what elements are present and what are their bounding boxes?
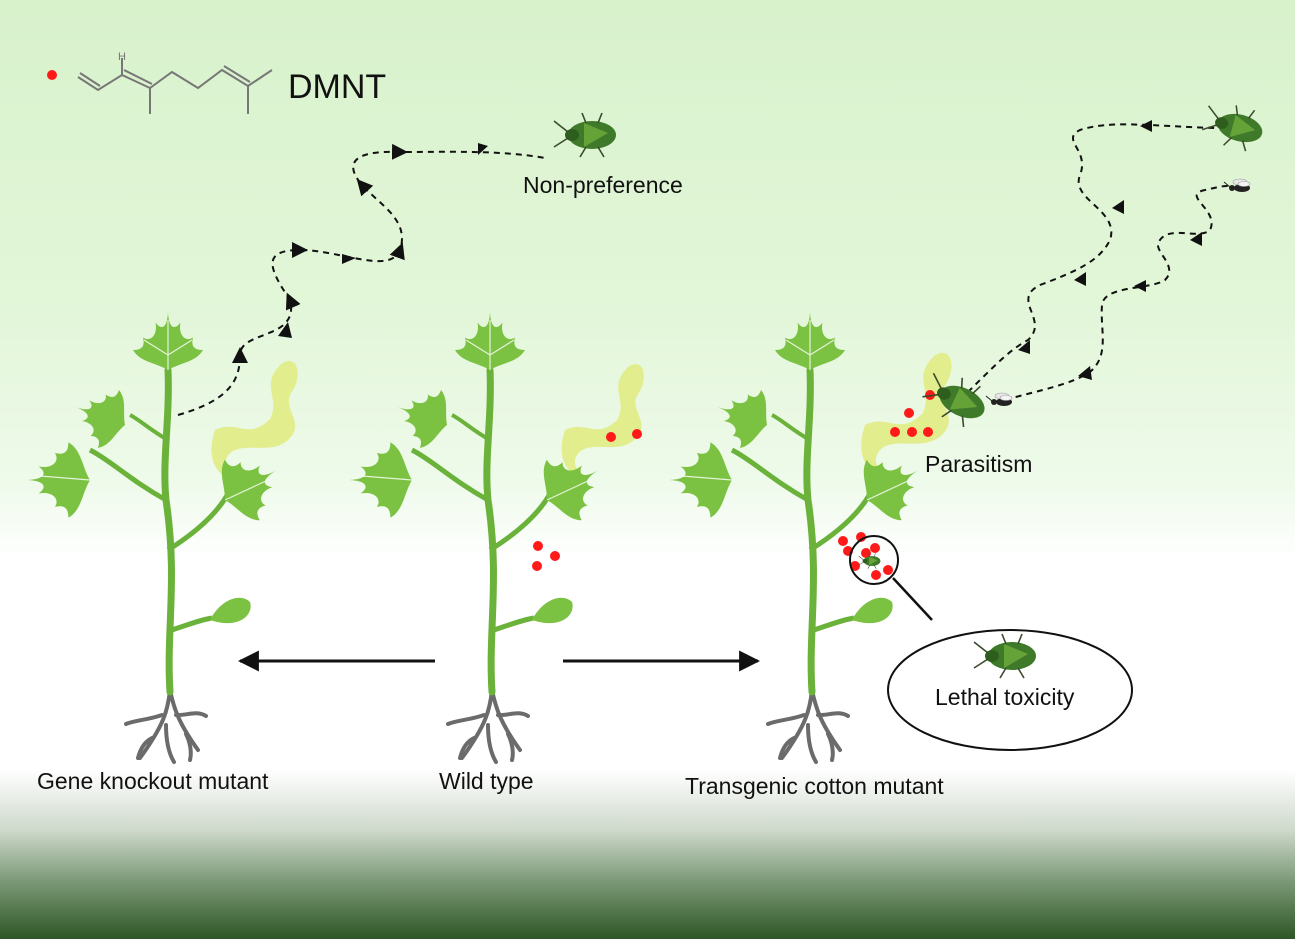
wasp-incoming — [1223, 178, 1251, 193]
lethal-toxicity-ellipse — [887, 629, 1133, 751]
path-arrowheads — [278, 120, 1202, 380]
plant-knockout — [25, 310, 294, 762]
dmnt-label: DMNT — [288, 68, 387, 106]
bug-non-preference — [553, 112, 617, 158]
non-preference-path — [177, 143, 546, 416]
dmnt-legend: H — [47, 51, 273, 114]
plant-wildtype — [347, 310, 616, 762]
wild-type-label: Wild type — [439, 768, 534, 794]
parasitism-label: Parasitism — [925, 451, 1033, 477]
flight-paths — [177, 123, 1229, 416]
dmnt-structure-icon — [77, 58, 273, 114]
bug-approach-path — [959, 123, 1216, 401]
zoom-connector — [892, 577, 933, 621]
lethal-toxicity-label: Lethal toxicity — [935, 684, 1075, 710]
dmnt-h-atom: H — [118, 51, 126, 63]
non-preference-label: Non-preference — [523, 172, 683, 198]
wasp-parasitism — [985, 392, 1013, 407]
volatile-plume-wildtype — [561, 364, 644, 478]
wasp-approach-path — [1004, 185, 1229, 401]
transgenic-label: Transgenic cotton mutant — [685, 773, 944, 799]
dmnt-marker-icon — [47, 70, 57, 80]
bug-incoming — [1198, 97, 1269, 155]
zoom-circle — [849, 535, 899, 585]
gene-knockout-label: Gene knockout mutant — [37, 768, 269, 794]
